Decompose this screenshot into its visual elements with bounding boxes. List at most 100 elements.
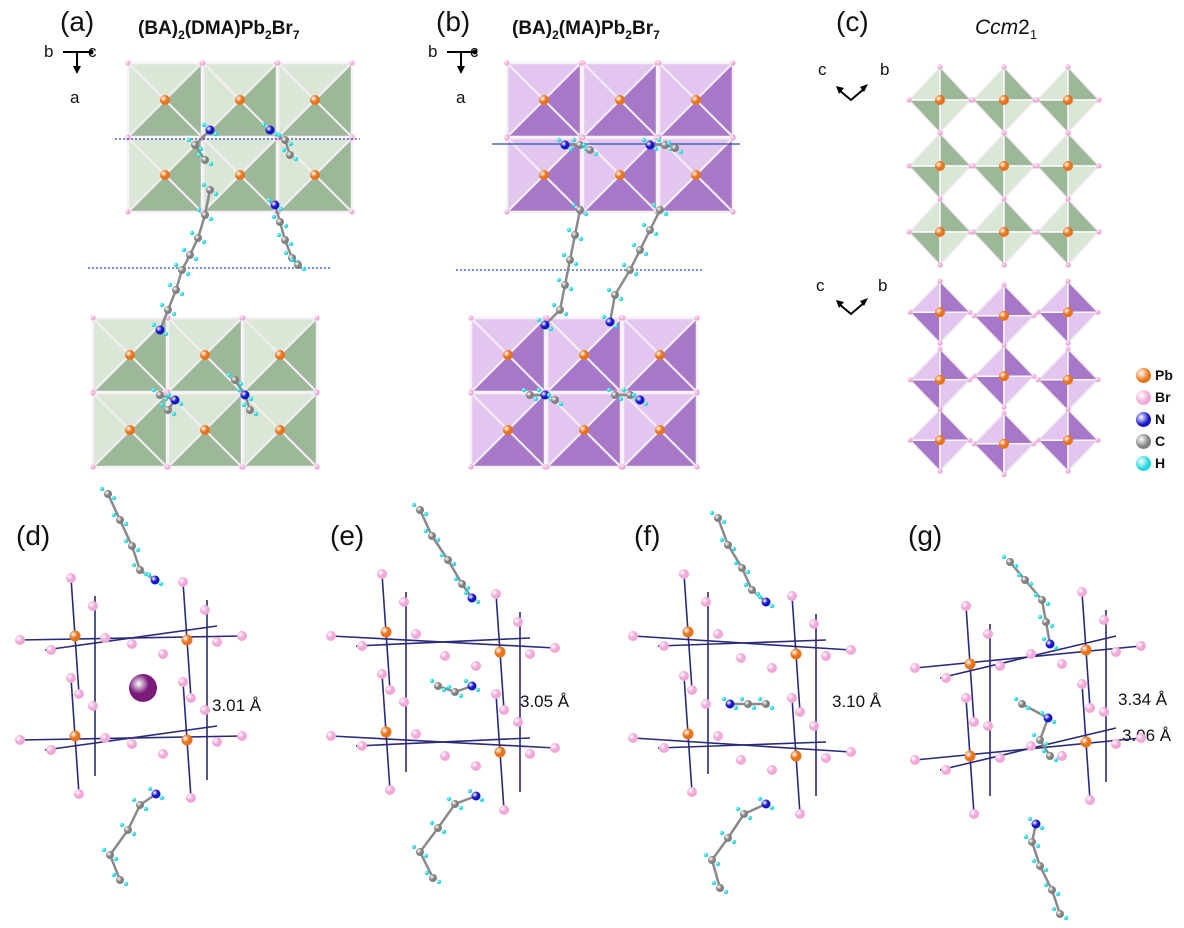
atom-h: [465, 585, 471, 591]
atom-n: [761, 799, 771, 809]
atom-br: [795, 809, 805, 819]
octa-face: [971, 99, 1005, 135]
atom-c: [444, 556, 452, 564]
atom-h: [458, 805, 464, 811]
atom-h: [721, 696, 727, 702]
atom-br: [1001, 410, 1007, 416]
octa-face: [971, 231, 1005, 267]
atom-n: [761, 597, 771, 607]
atom-br: [66, 673, 76, 683]
atom-h: [261, 122, 267, 128]
atom-br: [349, 60, 355, 66]
octa-face: [1067, 231, 1101, 267]
atom-br: [906, 229, 912, 235]
atom-n: [270, 200, 280, 210]
atom-br: [821, 651, 831, 661]
legend-item-br: Br: [1136, 389, 1171, 405]
atom-pb: [200, 425, 210, 435]
atom-br: [1077, 679, 1087, 689]
atom-n: [205, 125, 215, 135]
atom-br: [937, 406, 943, 412]
atom-br: [580, 60, 586, 66]
atom-c: [636, 246, 644, 254]
bond: [710, 859, 722, 889]
atom-h: [769, 603, 775, 609]
atom-c: [186, 251, 194, 259]
atom-pb: [181, 634, 193, 646]
octahedron: [200, 60, 280, 140]
atom-h: [271, 214, 277, 220]
atom-c: [451, 688, 459, 696]
atom-br: [1085, 703, 1095, 713]
atom-br: [1111, 739, 1121, 749]
atom-br: [787, 591, 797, 601]
octa-face: [908, 379, 941, 413]
atom-h: [475, 599, 481, 605]
atom-h: [266, 197, 272, 203]
octahedron: [971, 410, 1037, 478]
atom-c: [116, 876, 124, 884]
atom-h: [656, 137, 662, 143]
organic-molecule: [186, 122, 219, 167]
atom-h: [439, 552, 445, 558]
atom-br: [544, 315, 550, 321]
atom-pb: [1080, 736, 1092, 748]
atom-br: [440, 651, 450, 661]
octa-face: [1003, 282, 1036, 317]
atom-h: [185, 271, 191, 277]
bond: [436, 803, 457, 829]
atom-br: [701, 597, 711, 607]
atom-c: [1006, 558, 1014, 566]
atom-c: [551, 396, 559, 404]
bond: [108, 854, 122, 881]
atom-h: [241, 402, 247, 408]
atom-h: [1043, 867, 1049, 873]
atom-pb: [1063, 161, 1073, 171]
atom-h: [179, 291, 185, 297]
atom-h: [151, 387, 157, 393]
atom-h: [123, 538, 129, 544]
atom-c: [136, 801, 144, 809]
octa-face: [1036, 407, 1069, 441]
atom-br: [1026, 741, 1036, 751]
atom-n: [150, 575, 160, 585]
octa-face: [1036, 311, 1069, 346]
octa-edge: [469, 391, 547, 469]
atom-br: [1034, 229, 1040, 235]
atom-br: [1065, 340, 1071, 346]
atom-pb: [200, 350, 210, 360]
atom-br: [787, 693, 797, 703]
octahedron: [1034, 196, 1102, 268]
octa-face: [1003, 410, 1036, 445]
atom-h: [1031, 858, 1037, 864]
atom-br: [937, 130, 943, 136]
atom-h: [276, 232, 282, 238]
atom-h: [147, 786, 153, 792]
atom-c: [136, 566, 144, 574]
atom-br: [90, 315, 96, 321]
organic-molecule: [709, 510, 775, 609]
octa-face: [939, 131, 973, 167]
atom-h: [733, 560, 739, 566]
atom-h: [643, 251, 649, 257]
organic-molecule: [556, 137, 599, 157]
atom-pb: [275, 350, 285, 360]
octahedron: [240, 315, 320, 395]
atom-c: [671, 144, 679, 152]
axis-arrowhead: [836, 300, 844, 308]
octahedron: [125, 60, 205, 140]
axis-arrowhead: [836, 86, 844, 94]
octa-face: [971, 165, 1005, 201]
atom-pb: [235, 95, 245, 105]
atom-c: [626, 266, 634, 274]
atom-br: [694, 315, 700, 321]
atom-c: [571, 231, 579, 239]
atom-h: [213, 191, 219, 197]
atom-pb: [999, 161, 1009, 171]
atom-c: [156, 391, 164, 399]
octa-face: [939, 165, 973, 201]
atom-h: [731, 839, 737, 845]
legend-item-pb: Pb: [1136, 367, 1173, 383]
axis-arrowhead: [457, 66, 465, 74]
legend-item-c: C: [1136, 433, 1165, 449]
